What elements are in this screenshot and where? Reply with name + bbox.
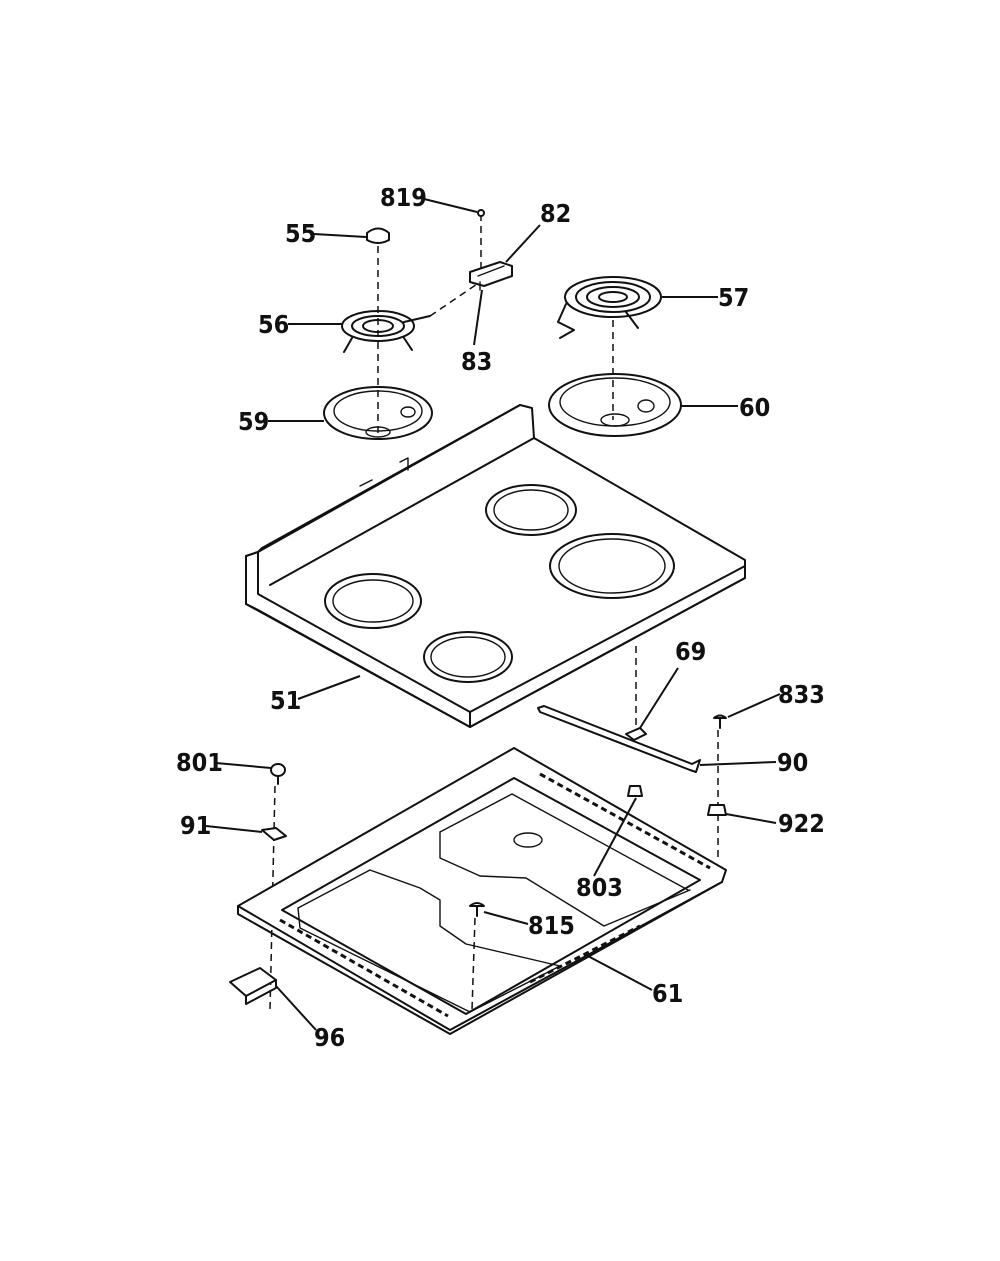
label-922: 922 bbox=[778, 809, 825, 838]
label-55: 55 bbox=[285, 219, 316, 248]
label-96: 96 bbox=[314, 1023, 345, 1052]
label-56: 56 bbox=[258, 310, 289, 339]
screw-833 bbox=[713, 714, 727, 729]
label-69: 69 bbox=[675, 637, 706, 666]
label-51: 51 bbox=[270, 686, 301, 715]
label-82: 82 bbox=[540, 199, 571, 228]
support-rod-90 bbox=[537, 705, 701, 773]
large-drip-pan-60 bbox=[548, 373, 682, 437]
label-803: 803 bbox=[576, 873, 623, 902]
label-801: 801 bbox=[176, 748, 223, 777]
small-drip-pan-59 bbox=[323, 386, 433, 440]
maintop-pan-61 bbox=[237, 747, 727, 1035]
label-60: 60 bbox=[739, 393, 770, 422]
label-833: 833 bbox=[778, 680, 825, 709]
label-819: 819 bbox=[380, 183, 427, 212]
small-coil-element-56 bbox=[341, 277, 487, 353]
screw-819 bbox=[477, 209, 485, 217]
clip-91 bbox=[261, 827, 287, 841]
nut-922 bbox=[707, 804, 727, 816]
burner-cap-55 bbox=[366, 227, 390, 244]
leader-lines bbox=[205, 197, 781, 1031]
bracket-69 bbox=[625, 727, 647, 741]
screw-801 bbox=[270, 763, 286, 785]
label-90: 90 bbox=[777, 748, 808, 777]
large-coil-element-57 bbox=[557, 276, 662, 339]
label-83: 83 bbox=[461, 347, 492, 376]
terminal-block-82 bbox=[469, 261, 513, 291]
screw-803 bbox=[627, 785, 643, 797]
label-91: 91 bbox=[180, 811, 211, 840]
bracket-96 bbox=[229, 967, 277, 1005]
cooktop-51 bbox=[245, 404, 746, 728]
label-815: 815 bbox=[528, 911, 575, 940]
label-59: 59 bbox=[238, 407, 269, 436]
label-57: 57 bbox=[718, 283, 749, 312]
label-61: 61 bbox=[652, 979, 683, 1008]
